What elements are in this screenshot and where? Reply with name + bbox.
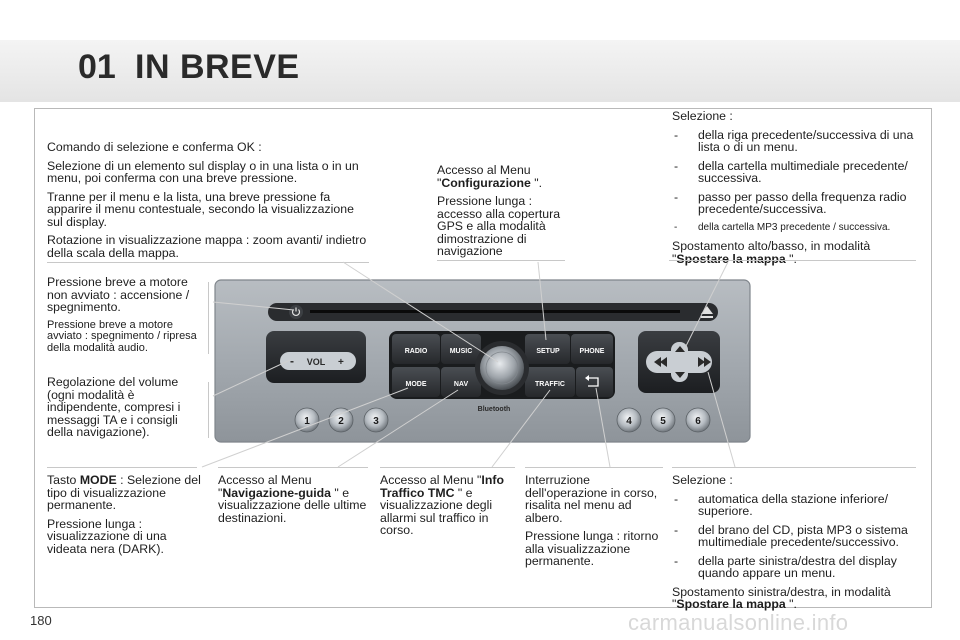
svg-text:RADIO: RADIO: [405, 348, 428, 355]
preset-button-4[interactable]: 4: [616, 407, 642, 433]
setup-text-2: Pressione lunga : accesso alla copertura…: [437, 194, 561, 258]
nav-text: Accesso al Menu "Navigazione-guida " e v…: [218, 474, 368, 530]
svg-text:6: 6: [695, 416, 701, 427]
numbers-title: Selezione :: [672, 473, 733, 487]
mode-text-1: Tasto MODE : Selezione del tipo di visua…: [47, 473, 201, 512]
traffic-text: Accesso al Menu "Info Traffico TMC " e v…: [380, 474, 520, 543]
music-button[interactable]: MUSIC: [441, 334, 481, 364]
volume-text: Regolazione del volume (ogni modalità è …: [47, 376, 197, 445]
volume-control[interactable]: - VOL +: [266, 331, 366, 383]
mode-text: Tasto MODE : Selezione del tipo di visua…: [47, 474, 202, 561]
numbers-item: -della parte sinistra/destra del display…: [674, 553, 897, 580]
mode-button[interactable]: MODE: [392, 367, 440, 397]
arrow-up-icon: [675, 346, 685, 352]
traffic-text-1: Accesso al Menu "Info Traffico TMC " e v…: [380, 473, 504, 537]
back-text-1: Interruzione dell'operazione in corso, r…: [525, 473, 658, 525]
nav-text-1: Accesso al Menu "Navigazione-guida " e v…: [218, 473, 367, 525]
back-text-2: Pressione lunga : ritorno alla visualizz…: [525, 529, 659, 568]
vol-plus-label: +: [338, 357, 344, 368]
divider: [47, 467, 197, 468]
back-button[interactable]: [576, 367, 613, 397]
vol-label: VOL: [307, 357, 326, 367]
seek-forward-icon: [698, 357, 711, 367]
seek-back-icon: [654, 357, 667, 367]
svg-text:TRAFFIC: TRAFFIC: [535, 381, 565, 388]
divider: [380, 467, 515, 468]
svg-text:5: 5: [660, 416, 666, 427]
divider: [437, 260, 565, 261]
preset-button-6[interactable]: 6: [685, 407, 711, 433]
bluetooth-label: Bluetooth: [478, 406, 511, 413]
updown-text: Selezione : -della riga precedente/succe…: [672, 110, 927, 271]
updown-title: Selezione :: [672, 109, 733, 123]
preset-button-5[interactable]: 5: [650, 407, 676, 433]
numbers-shift: Spostamento sinistra/destra, in modalità…: [672, 584, 891, 611]
traffic-button[interactable]: TRAFFIC: [525, 367, 575, 397]
svg-text:NAV: NAV: [454, 381, 469, 388]
updown-item: -della cartella multimediale precedente/…: [674, 158, 908, 185]
select-confirm-line-2: Selezione di un elemento sul display o i…: [47, 158, 359, 185]
back-text: Interruzione dell'operazione in corso, r…: [525, 474, 663, 574]
power-text: Pressione breve a motore non avviato : a…: [47, 276, 202, 360]
setup-text-1: Accesso al Menu "Configurazione ".: [437, 163, 543, 190]
header-bar: [0, 40, 960, 102]
updown-item: -della riga precedente/successiva di una…: [674, 127, 914, 154]
divider: [47, 262, 369, 263]
power-text-2: Pressione breve a motore avviato : spegn…: [47, 318, 197, 354]
divider: [208, 382, 209, 438]
arrow-down-icon: [675, 372, 685, 378]
select-confirm-line-4: Rotazione in visualizzazione mappa : zoo…: [47, 233, 367, 260]
watermark: carmanualsonline.info: [628, 610, 849, 635]
setup-button[interactable]: SETUP: [525, 334, 570, 364]
svg-text:3: 3: [373, 416, 379, 427]
setup-text: Accesso al Menu "Configurazione ". Press…: [437, 164, 577, 264]
select-confirm-line-1: Comando di selezione e conferma OK :: [47, 140, 262, 154]
divider: [208, 282, 209, 354]
divider: [218, 467, 368, 468]
svg-text:SETUP: SETUP: [536, 348, 560, 355]
power-button[interactable]: [289, 305, 303, 319]
divider: [525, 467, 663, 468]
svg-text:4: 4: [626, 416, 632, 427]
divider: [672, 467, 916, 468]
phone-button[interactable]: PHONE: [571, 334, 613, 364]
svg-text:2: 2: [338, 416, 344, 427]
ok-knob[interactable]: [475, 341, 529, 395]
content-box: [34, 108, 932, 608]
nav-button[interactable]: NAV: [441, 367, 481, 397]
radio-button[interactable]: RADIO: [392, 334, 440, 364]
numbers-text: Selezione : -automatica della stazione i…: [672, 474, 922, 617]
updown-shift: Spostamento alto/basso, in modalità "Spo…: [672, 239, 871, 266]
svg-text:MODE: MODE: [406, 381, 427, 388]
cd-slot: [268, 303, 718, 321]
numbers-item: -del brano del CD, pista MP3 o sistema m…: [674, 522, 908, 549]
vol-minus-label: -: [290, 354, 294, 368]
divider: [669, 260, 916, 261]
callout-lines: [201, 261, 736, 468]
page-number: 180: [30, 613, 52, 628]
updown-item: -passo per passo della frequenza radio p…: [674, 189, 907, 216]
select-confirm-text: Comando di selezione e conferma OK : Sel…: [47, 141, 372, 265]
preset-button-2[interactable]: 2: [328, 407, 354, 433]
svg-text:MUSIC: MUSIC: [450, 348, 473, 355]
power-text-1: Pressione breve a motore non avviato : a…: [47, 275, 190, 314]
numbers-item: -automatica della stazione inferiore/ su…: [674, 491, 889, 518]
svg-text:PHONE: PHONE: [580, 348, 605, 355]
preset-button-3[interactable]: 3: [363, 407, 389, 433]
preset-button-1[interactable]: 1: [294, 407, 320, 433]
volume-text-1: Regolazione del volume (ogni modalità è …: [47, 375, 181, 439]
select-confirm-line-3: Tranne per il menu e la lista, una breve…: [47, 189, 354, 229]
chapter-number: 01: [78, 48, 116, 86]
svg-text:Bluetooth: Bluetooth: [478, 406, 511, 413]
mode-text-2: Pressione lunga : visualizzazione di una…: [47, 516, 167, 556]
eject-icon[interactable]: [701, 306, 713, 318]
svg-text:1: 1: [304, 416, 310, 427]
page-title: IN BREVE: [135, 48, 300, 86]
updown-item: -della cartella MP3 precedente / success…: [674, 221, 891, 233]
